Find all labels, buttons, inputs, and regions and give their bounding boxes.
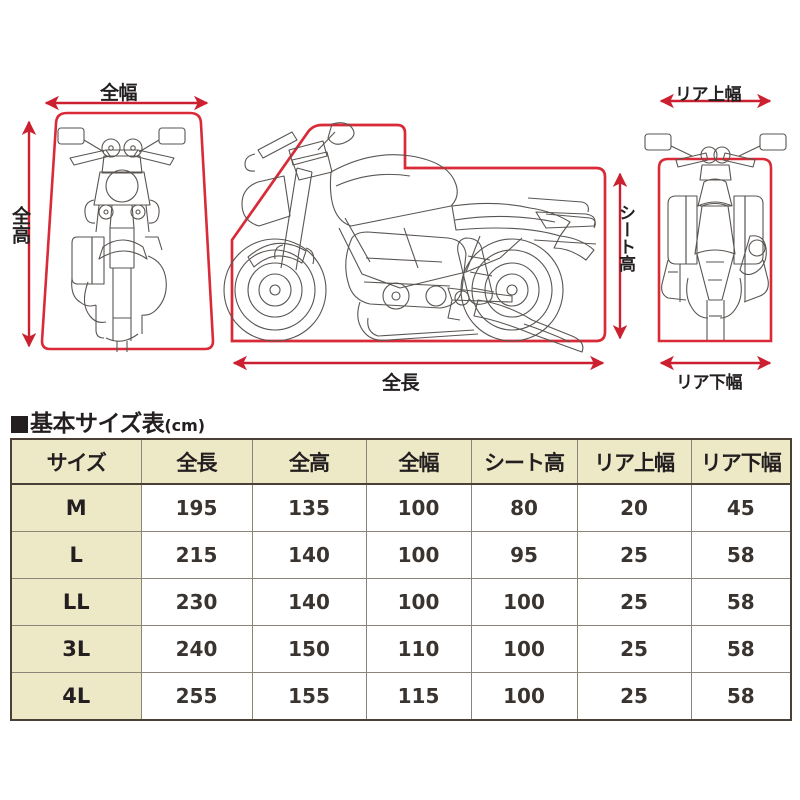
cell-rear-low: 58 (690, 578, 792, 626)
cell-height: 155 (251, 672, 367, 721)
cell-height: 140 (251, 531, 367, 579)
cell-size: M (10, 483, 142, 532)
front-view (40, 111, 215, 352)
size-table-title-text: 基本サイズ表 (30, 411, 165, 437)
cell-size: L (10, 531, 142, 579)
column-header-rear-up: リア上幅 (576, 438, 692, 485)
cell-width: 100 (365, 531, 472, 579)
label-overall-width: 全幅 (100, 82, 138, 104)
cell-rear-up: 25 (576, 625, 692, 673)
cell-rear-up: 25 (576, 578, 692, 626)
cell-seat: 95 (470, 531, 578, 579)
cell-height: 150 (251, 625, 367, 673)
label-rear-lower-width: リア下幅 (676, 373, 743, 393)
cell-rear-low: 58 (690, 625, 792, 673)
cell-length: 240 (140, 625, 253, 673)
cell-seat: 100 (470, 672, 578, 721)
rear-view (644, 133, 787, 343)
table-row: M 195 135 100 80 20 45 (10, 483, 792, 532)
cell-rear-low: 58 (690, 531, 792, 579)
table-row: L 215 140 100 95 25 58 (10, 531, 792, 579)
column-header-length: 全長 (140, 438, 253, 485)
size-table: サイズ 全長 全高 全幅 シート高 リア上幅 リア下幅 M 195 135 10… (10, 438, 792, 721)
side-view (223, 122, 607, 353)
cell-height: 140 (251, 578, 367, 626)
dimension-diagram: 全幅 全高 全長 シート高 リア上幅 リア下幅 (9, 82, 787, 394)
cell-length: 255 (140, 672, 253, 721)
label-overall-length: 全長 (382, 372, 420, 394)
cell-rear-low: 58 (690, 672, 792, 721)
size-table-unit: (cm) (164, 416, 206, 435)
column-header-width: 全幅 (365, 438, 472, 485)
column-header-rear-low: リア下幅 (690, 438, 792, 485)
cell-length: 230 (140, 578, 253, 626)
label-rear-upper-width: リア上幅 (675, 85, 742, 105)
cell-width: 100 (365, 483, 472, 532)
column-header-seat: シート高 (470, 438, 578, 485)
cell-width: 115 (365, 672, 472, 721)
cell-rear-up: 25 (576, 672, 692, 721)
side-bike-drawing (223, 122, 597, 353)
cell-length: 195 (140, 483, 253, 532)
size-table-title: 基本サイズ表(cm) (11, 404, 205, 438)
cell-size: 4L (10, 672, 142, 721)
table-row: 3L 240 150 110 100 25 58 (10, 625, 792, 673)
cell-size: 3L (10, 625, 142, 673)
cell-seat: 100 (470, 625, 578, 673)
label-overall-height: 全高 (9, 206, 31, 244)
front-cover-outline (40, 111, 215, 351)
cell-seat: 100 (470, 578, 578, 626)
cell-size: LL (10, 578, 142, 626)
side-cover-outline (230, 123, 607, 343)
table-row: LL 230 140 100 100 25 58 (10, 578, 792, 626)
diagram-svg (21, 93, 787, 371)
cell-rear-up: 25 (576, 531, 692, 579)
cell-rear-up: 20 (576, 483, 692, 532)
cell-rear-low: 45 (690, 483, 792, 532)
rear-cover-outline (657, 157, 773, 343)
cell-height: 135 (251, 483, 367, 532)
cell-width: 110 (365, 625, 472, 673)
rear-bike-drawing (644, 133, 787, 340)
cell-seat: 80 (470, 483, 578, 532)
table-row: 4L 255 155 115 100 25 58 (10, 672, 792, 721)
bullet-square-icon (11, 416, 28, 433)
table-header-row: サイズ 全長 全高 全幅 シート高 リア上幅 リア下幅 (10, 438, 792, 485)
cell-length: 215 (140, 531, 253, 579)
column-header-height: 全高 (251, 438, 367, 485)
column-header-size: サイズ (10, 438, 142, 485)
front-bike-drawing (57, 127, 186, 352)
label-seat-height: シート高 (615, 204, 635, 272)
cell-width: 100 (365, 578, 472, 626)
